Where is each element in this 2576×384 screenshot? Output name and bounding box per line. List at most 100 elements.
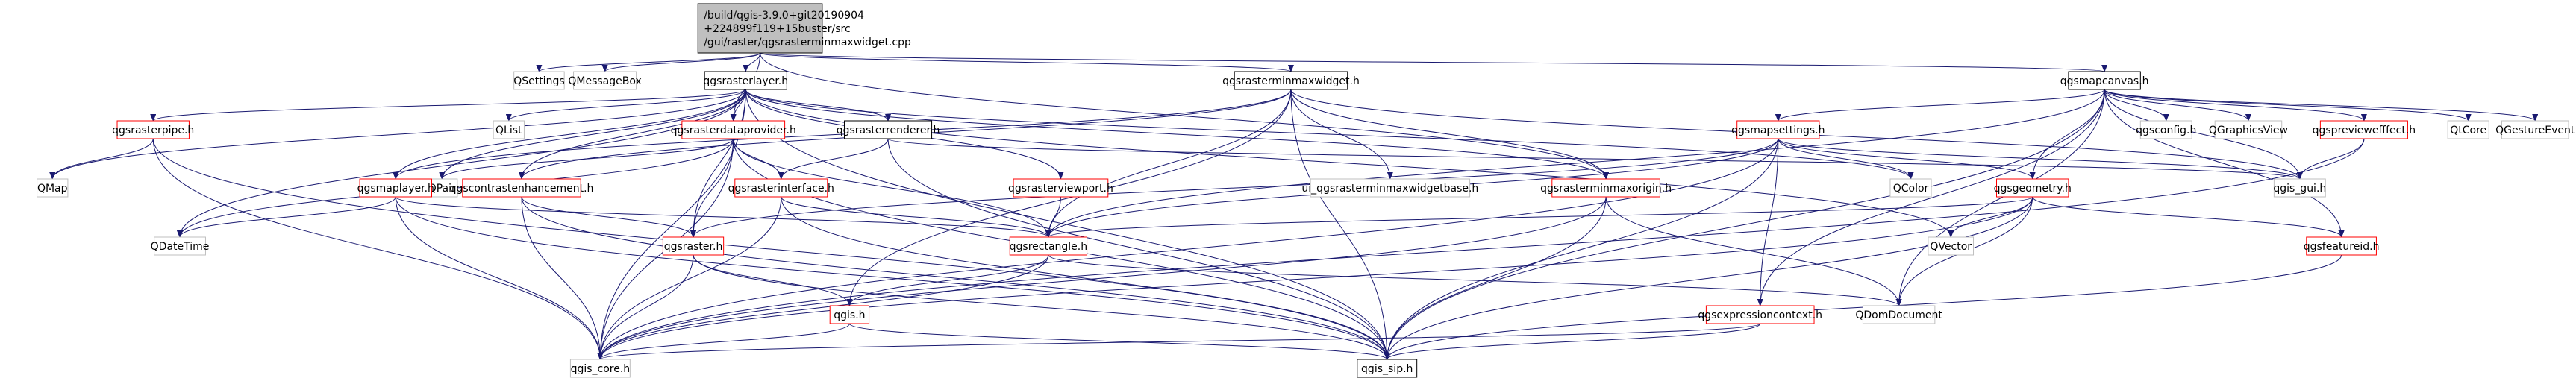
- edge-qgsmapcanvas-to-qgsgeometry: [2029, 89, 2105, 180]
- edge-qgsrasterinterface-to-qgsrectangle: [781, 196, 1051, 238]
- node-qgscontrastenhancement[interactable]: qgscontrastenhancement.h: [450, 178, 594, 198]
- node-label: QList: [495, 125, 522, 136]
- node-QGraphicsView: QGraphicsView: [2209, 120, 2288, 139]
- node-box: [1928, 236, 1975, 256]
- node-box: [1996, 178, 2069, 198]
- node-label: qgis_sip.h: [1361, 363, 1413, 375]
- node-qgsrasterminmaxwidget[interactable]: qgsrasterminmaxwidget.h: [1222, 71, 1360, 90]
- node-QGestureEvent: QGestureEvent: [2495, 120, 2575, 139]
- node-qgsgeometry[interactable]: qgsgeometry.h: [1994, 178, 2072, 198]
- node-box: [1234, 71, 1348, 90]
- node-qgsrasterviewport[interactable]: qgsrasterviewport.h: [1008, 178, 1113, 198]
- node-qgsrasterpipe[interactable]: qgsrasterpipe.h: [112, 120, 194, 139]
- node-box: [569, 359, 631, 378]
- node-label: qgsconfig.h: [2136, 125, 2196, 136]
- node-QDomDocument: QDomDocument: [1855, 305, 1942, 324]
- node-QColor: QColor: [1889, 178, 1932, 198]
- edge-qgsmaplayer-to-QDateTime: [177, 196, 396, 238]
- node-box: [1705, 305, 1815, 324]
- edge-qgsmapcanvas-to-QGestureEvent: [2104, 89, 2538, 122]
- edge-qgsmapcanvas-to-qgsconfig: [2104, 89, 2169, 122]
- node-box: [829, 305, 870, 324]
- node-qgis_sip[interactable]: qgis_sip.h: [1357, 359, 1418, 378]
- node-box: [2319, 120, 2408, 139]
- node-label: qgsrasterpipe.h: [112, 125, 194, 136]
- edge-qgsmaplayer-to-qgsrectangle: [395, 196, 1051, 238]
- node-box: [1357, 359, 1418, 378]
- node-qgsraster[interactable]: qgsraster.h: [662, 236, 725, 256]
- node-qgsmapsettings[interactable]: qgsmapsettings.h: [1731, 120, 1825, 139]
- node-box: [1736, 120, 1820, 139]
- node-qgsrasterlayer[interactable]: qgsrasterlayer.h: [703, 71, 788, 90]
- edge-qgsrasterinterface-to-qgis_core: [597, 196, 782, 360]
- node-QVector: QVector: [1928, 236, 1975, 256]
- node-qgis_core: qgis_core.h: [569, 359, 631, 378]
- node-label: QMap: [37, 183, 68, 195]
- edge-qgsrasterlayer-to-qgsrasterpipe: [150, 89, 746, 122]
- node-box: [462, 178, 581, 198]
- node-box: [493, 120, 525, 139]
- edge-qgspreviewefffect-to-qgis_core: [597, 138, 2365, 360]
- node-qgsrasterdataprovider[interactable]: qgsrasterdataprovider.h: [671, 120, 796, 139]
- node-qgsrectangle[interactable]: qgsrectangle.h: [1009, 236, 1088, 256]
- edge-qgsmapcanvas-to-QGraphicsView: [2104, 89, 2251, 122]
- edge-qgsmaplayer-to-qgis_core: [395, 196, 604, 360]
- edge-qgsrasterminmaxwidget-to-qgis: [846, 89, 1292, 306]
- node-root[interactable]: /build/qgis-3.9.0+git20190904+224899f119…: [697, 3, 911, 54]
- edge-qgsrasterlayer-to-qgsmaplayer: [393, 89, 746, 180]
- edge-qgsmapcanvas-to-QDomDocument: [1895, 89, 2105, 306]
- node-label: qgsfeatureid.h: [2304, 241, 2380, 253]
- edge-qgsgeometry-to-qgis_core: [597, 196, 2033, 360]
- node-label: qgsgeometry.h: [1994, 183, 2072, 195]
- node-label: +224899f119+15buster/src: [704, 23, 850, 35]
- edge-qgsrasterlayer-to-QList: [505, 89, 746, 122]
- node-label: QGestureEvent: [2495, 125, 2575, 136]
- node-box: [573, 71, 637, 90]
- node-QMessageBox: QMessageBox: [568, 71, 642, 90]
- node-box: [697, 3, 823, 54]
- edge-qgsrasterrenderer-to-qgis_sip: [887, 138, 1390, 360]
- node-label: qgsrasterviewport.h: [1008, 183, 1113, 195]
- node-box: [359, 178, 432, 198]
- node-label: QPair: [428, 183, 456, 195]
- node-box: [1551, 178, 1660, 198]
- node-qgsrasterrenderer[interactable]: qgsrasterrenderer.h: [837, 120, 940, 139]
- node-qgsmaplayer[interactable]: qgsmaplayer.h: [357, 178, 434, 198]
- edge-qgsmapsettings-to-QColor: [1778, 138, 1914, 180]
- node-qgsconfig: qgsconfig.h: [2136, 120, 2196, 139]
- edge-qgsmapsettings-to-qgis_core: [597, 138, 1779, 360]
- node-qgsmapcanvas[interactable]: qgsmapcanvas.h: [2060, 71, 2149, 90]
- edge-qgsrasterdataprovider-to-qgsrectangle: [733, 138, 1051, 238]
- edge-qgsmapcanvas-to-qgspreviewefffect: [2104, 89, 2367, 122]
- edge-qgsmapcanvas-to-qgis_sip: [1384, 89, 2105, 360]
- edge-qgsrasterinterface-to-qgis_sip: [781, 196, 1390, 360]
- edge-qgscontrastenhancement-to-qgsraster: [521, 196, 696, 238]
- node-qgsrasterminmaxorigin[interactable]: qgsrasterminmaxorigin.h: [1540, 178, 1672, 198]
- node-box: [1889, 178, 1932, 198]
- node-label: qgsrasterrenderer.h: [837, 125, 940, 136]
- node-box: [2501, 120, 2569, 139]
- edge-qgsrasterlayer-to-QVector: [745, 89, 1954, 238]
- node-label: qgis_gui.h: [2273, 183, 2326, 195]
- node-qgsfeatureid[interactable]: qgsfeatureid.h: [2304, 236, 2380, 256]
- edge-root-to-qgsmapcanvas: [760, 52, 2107, 72]
- node-box: [1009, 236, 1088, 256]
- node-qgsexpressioncontext[interactable]: qgsexpressioncontext.h: [1698, 305, 1822, 324]
- edge-qgsrasterpipe-to-qgis_core: [152, 138, 604, 360]
- edge-qgsrasterrenderer-to-qgis_gui: [887, 138, 2303, 180]
- node-box: [513, 71, 565, 90]
- edge-qgsrasterlayer-to-QPair: [439, 89, 746, 180]
- node-box: [2139, 120, 2192, 139]
- node-label: qgsmapsettings.h: [1731, 125, 1825, 136]
- edge-qgsrasterlayer-to-QColor: [745, 89, 1914, 180]
- edge-qgsgeometry-to-qgsfeatureid: [2032, 196, 2345, 238]
- node-qgspreviewefffect[interactable]: qgspreviewefffect.h: [2313, 120, 2416, 139]
- edge-qgsraster-to-qgis_core: [597, 254, 694, 360]
- edge-qgsrectangle-to-qgis_core: [597, 254, 1049, 360]
- node-label: QtCore: [2450, 125, 2486, 136]
- node-label: qgsmaplayer.h: [357, 183, 434, 195]
- node-qgsrasterinterface[interactable]: qgsrasterinterface.h: [728, 178, 834, 198]
- edge-qgsrasterminmaxwidget-to-qgsmaplayer: [393, 89, 1292, 180]
- node-box: [1310, 178, 1471, 198]
- node-qgis[interactable]: qgis.h: [829, 305, 870, 324]
